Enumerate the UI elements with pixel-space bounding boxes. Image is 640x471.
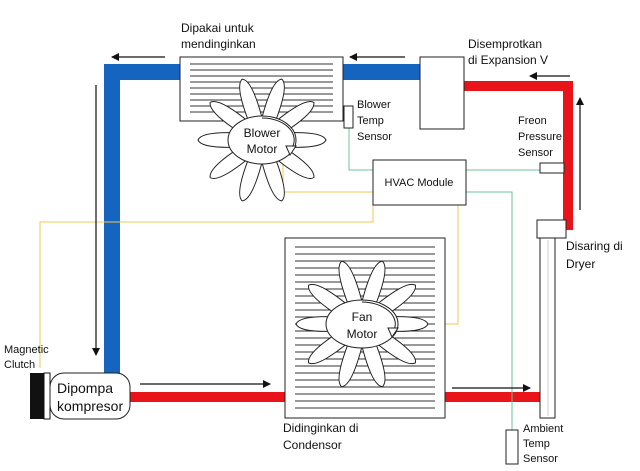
fan-blade: [239, 78, 263, 123]
blower-motor-label-1: Blower: [244, 126, 281, 140]
clutch-wire: [39, 205, 374, 368]
fan-blade: [338, 260, 363, 307]
ambient-sensor-label-2: Temp: [523, 438, 550, 450]
dryer-label-1: Disaring di: [566, 239, 623, 253]
fan-blade: [361, 341, 386, 388]
evaporator-label-1: Dipakai untuk: [181, 21, 255, 35]
blower-sensor-label-1: Blower: [357, 99, 391, 111]
fan-motor-label-1: Fan: [352, 310, 373, 324]
clutch-label-2: Clutch: [4, 359, 35, 371]
ambient-sensor-label-3: Sensor: [523, 453, 558, 465]
blower-temp-sensor: [343, 105, 354, 129]
expansion-label-2: di Expansion V: [468, 53, 548, 67]
fan-motor: Fan Motor: [325, 299, 399, 349]
flow-arrows: [92, 53, 584, 392]
fan-blade: [261, 78, 285, 123]
condenser-fan: [295, 260, 429, 388]
expansion-valve: [419, 56, 465, 130]
freon-pressure-sensor: [539, 162, 565, 174]
blower-motor: Blower Motor: [227, 115, 297, 165]
ambient-sensor-label-1: Ambient: [523, 423, 563, 435]
clutch-plate: [43, 372, 51, 420]
condenser-label-1: Didinginkan di: [283, 421, 358, 435]
fan-motor-label-2: Motor: [347, 327, 378, 341]
compressor: [49, 372, 131, 420]
evaporator-label-2: mendinginkan: [181, 37, 256, 51]
expansion-label-1: Disemprotkan: [468, 37, 542, 51]
freon-sensor-label-3: Sensor: [518, 147, 553, 159]
dryer-label-2: Dryer: [566, 257, 595, 271]
magnetic-clutch: [30, 373, 44, 419]
freon-sensor-label-1: Freon: [518, 115, 547, 127]
fan-blade: [361, 260, 386, 307]
ambient-temp-sensor: [505, 429, 519, 465]
compressor-label-1: Dipompa: [57, 380, 113, 396]
fan-blade: [338, 341, 363, 388]
hot-line-dryer-expansion: [464, 81, 573, 230]
clutch-label-1: Magnetic: [4, 344, 49, 356]
rotation-arrow-icon: [261, 117, 295, 149]
dryer-cap: [536, 219, 567, 239]
blower-motor-label-2: Motor: [247, 142, 278, 156]
condenser-label-2: Condensor: [283, 438, 342, 452]
blower-sensor-label-3: Sensor: [357, 131, 392, 143]
compressor-label-2: kompresor: [57, 398, 123, 414]
ambient-sensor-wire: [466, 191, 513, 430]
blower-sensor-wire: [348, 128, 373, 171]
hvac-module-label: HVAC Module: [385, 177, 454, 189]
evaporator: [179, 56, 344, 122]
blower-sensor-label-2: Temp: [357, 115, 384, 127]
fan-blade: [239, 157, 263, 202]
hvac-module: [372, 159, 467, 206]
freon-sensor-label-2: Pressure: [518, 131, 562, 143]
fan-blade: [261, 157, 285, 202]
